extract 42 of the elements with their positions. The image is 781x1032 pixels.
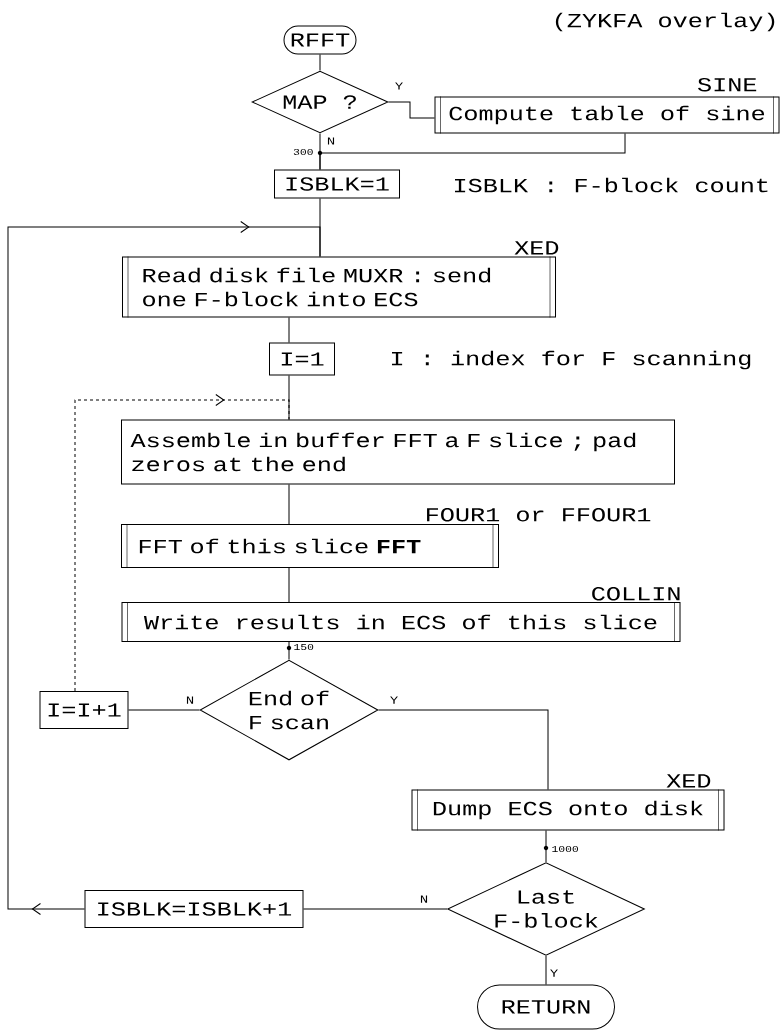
connector-line <box>288 317 290 343</box>
subroutine-box: Dump ECS onto disk <box>411 789 725 831</box>
connector-line <box>288 375 290 420</box>
subroutine-box: FFT of this slice FFT <box>121 523 499 569</box>
connector-number: 150 <box>294 643 314 651</box>
note-text: (ZYKFA overlay) <box>555 12 775 32</box>
terminal-box: RFFT <box>283 25 357 55</box>
note-text: ISBLK : F-block count <box>455 177 768 193</box>
subroutine-name: XED <box>514 241 559 255</box>
subroutine-name: XED <box>666 774 711 788</box>
process-box: I=I+1 <box>39 691 129 729</box>
connector-line <box>303 908 448 910</box>
connector-number: 300 <box>293 148 313 156</box>
edge-label: Y <box>393 81 405 91</box>
connector-line <box>319 54 321 71</box>
connector-line <box>128 709 200 711</box>
connector-line <box>319 133 626 170</box>
edge-label: Y <box>388 695 400 705</box>
edge-label: N <box>325 136 337 146</box>
connector-line <box>388 101 435 119</box>
edge-label: Y <box>548 968 560 978</box>
edge-label: N <box>184 695 196 705</box>
connector-line <box>288 641 290 660</box>
process-box: ISBLK=ISBLK+1 <box>84 890 304 928</box>
connector-line <box>545 955 547 985</box>
subroutine-box: Compute table of sine <box>434 96 780 134</box>
subroutine-name: FOUR1 or FFOUR1 <box>427 507 651 522</box>
subroutine-name: SINE <box>698 77 757 92</box>
process-box: I=1 <box>269 342 335 376</box>
subroutine-box: Read disk file MUXR : send one F-block into ECS <box>122 256 556 318</box>
connector-line <box>288 484 290 525</box>
subroutine-box: Write results in ECS of this slice <box>121 601 681 643</box>
connector-line <box>545 830 547 863</box>
note-text: I : index for F scanning <box>392 350 751 370</box>
terminal-box: RETURN <box>477 984 615 1030</box>
process-box: Assemble in buffer FFT a F slice ; pad zeros at the end <box>121 419 675 485</box>
edge-label: N <box>418 894 430 904</box>
process-box: ISBLK=1 <box>274 169 400 199</box>
subroutine-name: COLLIN <box>592 586 680 601</box>
connector-number: 1000 <box>552 845 578 853</box>
connector-line <box>378 709 549 790</box>
connector-line <box>288 567 290 603</box>
